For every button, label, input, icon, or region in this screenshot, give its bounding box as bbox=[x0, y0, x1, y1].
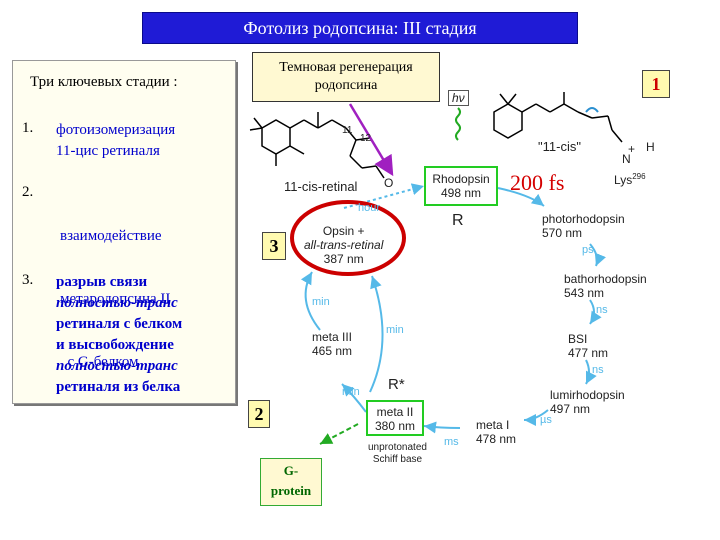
lumirhodopsin-state: lumirhodopsin 497 nm bbox=[550, 388, 625, 416]
stage-line: взаимодействие bbox=[60, 228, 162, 244]
state-wavelength: 497 nm bbox=[550, 402, 591, 416]
state-wavelength: 478 nm bbox=[476, 432, 517, 446]
stage-line: метародопсина II bbox=[60, 291, 171, 307]
bound-retinal-label: "11-cis" bbox=[538, 139, 581, 154]
stage-line: 11-цис ретиналя bbox=[56, 143, 160, 159]
cycle-arrows bbox=[300, 187, 607, 434]
state-name: meta I bbox=[476, 418, 510, 432]
hv-label: hν bbox=[448, 90, 469, 106]
state-name: bathorhodopsin bbox=[564, 272, 647, 286]
lysine-label: Lys296 bbox=[614, 170, 646, 187]
rate-label: µs bbox=[540, 414, 552, 426]
light-wave bbox=[455, 107, 461, 141]
stage-line: фотоизомеризация bbox=[56, 122, 176, 138]
bound-retinal-structure bbox=[493, 92, 623, 143]
g-protein-arrow bbox=[319, 423, 359, 445]
dark-regeneration-box: Темновая регенерация родопсина bbox=[252, 52, 440, 102]
schiff-plus-label: + bbox=[628, 142, 636, 156]
state-wavelength: 477 nm bbox=[568, 346, 609, 360]
stages-heading: Три ключевых стадии : bbox=[30, 74, 178, 90]
stage-number: 3. bbox=[22, 272, 34, 288]
meta1-state: meta I 478 nm bbox=[476, 418, 516, 446]
stage-line: разрыв связи bbox=[56, 274, 148, 290]
dark-regeneration-line: родопсина bbox=[314, 78, 378, 93]
opsin-highlight bbox=[290, 200, 406, 276]
nitrogen-label: N bbox=[622, 152, 631, 166]
page-title: Фотолиз родопсина: III стадия bbox=[142, 12, 578, 44]
meta3-state: meta III 465 nm bbox=[312, 330, 352, 358]
state-name: meta II bbox=[376, 405, 414, 419]
stage-1-text: фотоизомеризация 11-цис ретиналя bbox=[56, 120, 175, 162]
stage-number: 2. bbox=[22, 184, 34, 200]
state-name: lumirhodopsin bbox=[550, 388, 625, 402]
state-wavelength: 570 nm bbox=[542, 226, 583, 240]
state-wavelength: 465 nm bbox=[312, 344, 353, 358]
state-name: Rhodopsin bbox=[432, 172, 490, 186]
r-label: R bbox=[452, 212, 464, 229]
state-wavelength: 380 nm bbox=[374, 419, 416, 433]
step-badge-2: 2 bbox=[248, 400, 270, 428]
stage-3-text: разрыв связи полностью-транс ретиналя с … bbox=[56, 272, 182, 398]
stage-2-text: взаимодействие метародопсина II с G-белк… bbox=[60, 184, 170, 394]
aldehyde-label: O bbox=[384, 176, 394, 190]
stage-line: полностью-транс bbox=[56, 358, 178, 374]
hydrogen-label: H bbox=[646, 140, 655, 154]
state-name: photorhodopsin bbox=[542, 212, 625, 226]
step-badge-1: 1 bbox=[642, 70, 670, 98]
purple-arrow bbox=[348, 103, 394, 177]
rate-label: ps bbox=[582, 244, 594, 256]
g-protein-line: G- bbox=[283, 463, 299, 478]
state-wavelength: 498 nm bbox=[440, 186, 482, 200]
rate-label: ms bbox=[444, 436, 459, 448]
rstar-label: R* bbox=[388, 376, 405, 393]
stage-line: с G-белком bbox=[60, 354, 139, 370]
state-name: meta III bbox=[312, 330, 353, 344]
stage-line: ретиналя с белком bbox=[56, 316, 183, 332]
g-protein-line: protein bbox=[270, 483, 312, 498]
cis-marker: 12 bbox=[360, 133, 372, 144]
stages-panel bbox=[12, 60, 236, 404]
note-line: unprotonated bbox=[368, 442, 427, 453]
state-wavelength: 543 nm bbox=[564, 286, 605, 300]
lys-sup: 296 bbox=[632, 172, 646, 181]
state-wavelength: 387 nm bbox=[323, 252, 364, 266]
cis-retinal-structure bbox=[249, 112, 385, 179]
photorhodopsin-state: photorhodopsin 570 nm bbox=[542, 212, 625, 240]
unprotonated-label: unprotonated Schiff base bbox=[368, 442, 427, 466]
rotation-arrow bbox=[585, 107, 599, 113]
state-name: all-trans-retinal bbox=[304, 238, 384, 252]
stage-line: и высвобождение bbox=[56, 337, 174, 353]
rate-label: min bbox=[386, 324, 404, 336]
g-protein-box: G- protein bbox=[260, 458, 322, 506]
rate-label: hour bbox=[358, 202, 381, 214]
note-line: Schiff base bbox=[372, 454, 423, 465]
stage-number: 1. bbox=[22, 120, 34, 136]
bathorhodopsin-state: bathorhodopsin 543 nm bbox=[564, 272, 647, 300]
dark-regeneration-line: Темновая регенерация bbox=[279, 60, 413, 75]
lys-text: Lys bbox=[614, 173, 633, 187]
state-name: BSI bbox=[568, 332, 588, 346]
stage-line: полностью-транс bbox=[56, 295, 178, 311]
rate-label: ns bbox=[592, 364, 604, 376]
cis-retinal-label: 11-cis-retinal bbox=[284, 179, 358, 194]
bsi-state: BSI 477 nm bbox=[568, 332, 608, 360]
rate-label: ns bbox=[596, 304, 608, 316]
stage-line: ретиналя из белка bbox=[56, 379, 181, 395]
rate-label: min bbox=[312, 296, 330, 308]
rhodopsin-state: Rhodopsin 498 nm bbox=[424, 166, 498, 206]
state-name: Opsin + bbox=[322, 224, 365, 238]
step-badge-3: 3 bbox=[262, 232, 286, 260]
rate-label: min bbox=[342, 386, 360, 398]
opsin-state: Opsin + all-trans-retinal 387 nm bbox=[304, 224, 383, 266]
cis-marker: 11 bbox=[342, 125, 353, 136]
meta2-state: meta II 380 nm bbox=[366, 400, 424, 436]
time-label: 200 fs bbox=[510, 170, 565, 195]
